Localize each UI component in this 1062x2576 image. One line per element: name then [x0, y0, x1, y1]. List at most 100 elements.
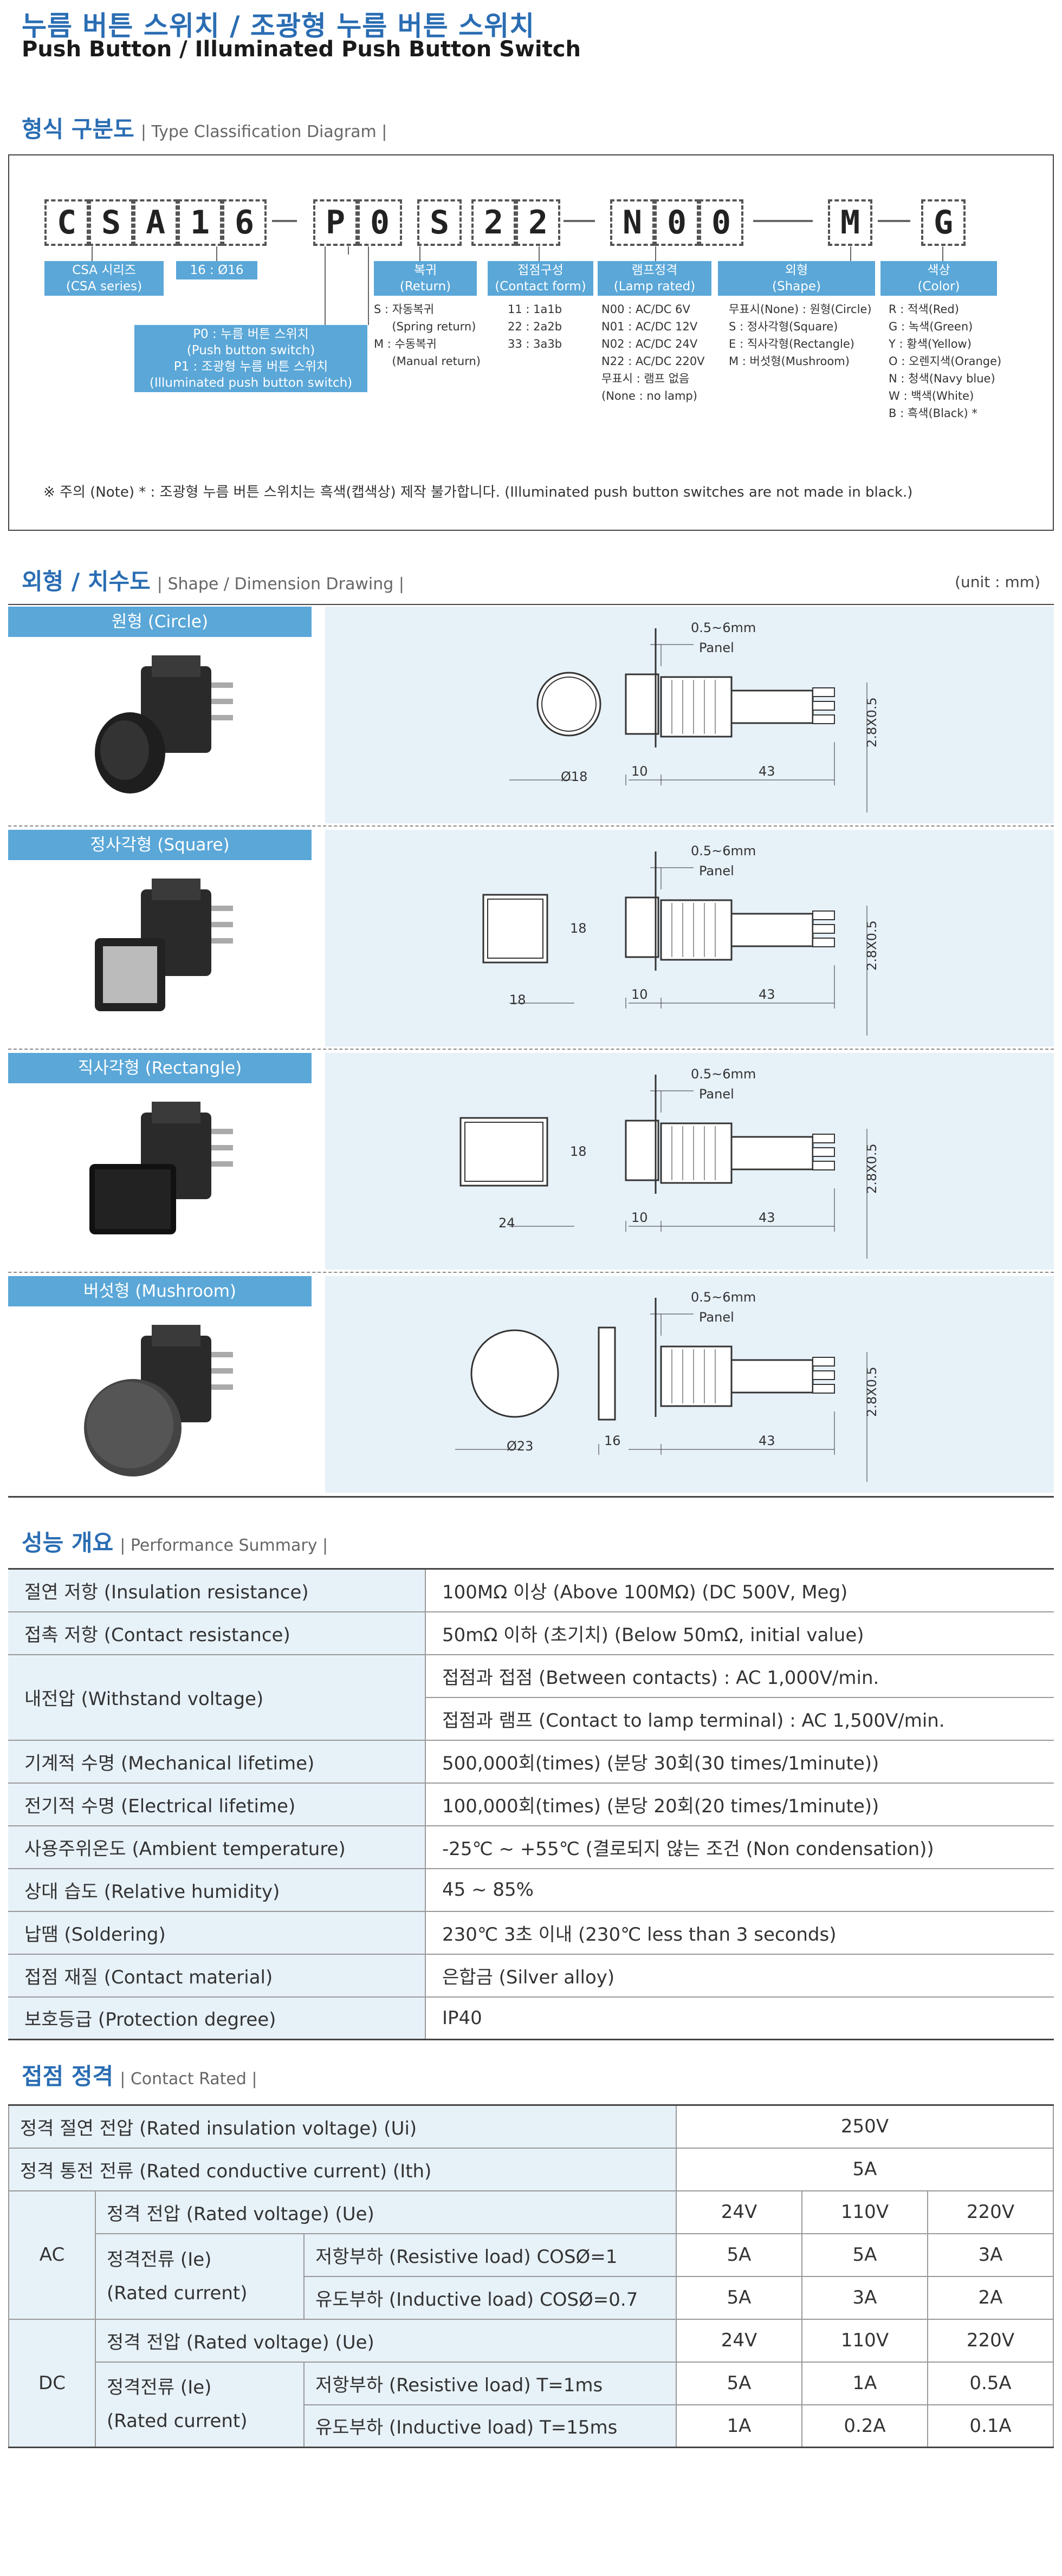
dims-bottom-rule — [8, 1496, 1054, 1498]
code-box: G — [921, 199, 966, 246]
shape-label: 정사각형 (Square) — [8, 830, 312, 860]
label-series: CSA 시리즈 (CSA series) — [44, 261, 164, 296]
cell: 2A — [927, 2275, 1054, 2320]
perf-value: -25℃ ~ +55℃ (결로되지 않는 조건 (Non condensatio… — [425, 1825, 1054, 1869]
ac-inductive-label: 유도부하 (Inductive load) COSØ=0.7 — [303, 2275, 677, 2320]
cell: 5A — [676, 2361, 802, 2405]
table-row: DC 정격 전압 (Rated voltage) (Ue) 24V 110V 2… — [8, 2318, 1054, 2448]
shape-label: 직사각형 (Rectangle) — [8, 1053, 312, 1083]
shape-label: 원형 (Circle) — [8, 607, 312, 637]
table-row: 전기적 수명 (Electrical lifetime)100,000회(tim… — [8, 1783, 1054, 1826]
type-note: ※ 주의 (Note) * : 조광형 누름 버튼 스위치는 흑색(캡색상) 제… — [43, 484, 913, 500]
product-photo — [95, 879, 233, 1011]
product-photo — [84, 1325, 233, 1476]
ac-volt-110: 110V — [801, 2190, 928, 2234]
cell: 3A — [801, 2275, 928, 2320]
ac-resistive-label: 저항부하 (Resistive load) COSØ=1 — [303, 2233, 677, 2277]
label-size: 16 : Ø16 — [176, 261, 257, 279]
perf-key: 기계적 수명 (Mechanical lifetime) — [8, 1740, 426, 1784]
perf-key: 절연 저항 (Insulation resistance) — [8, 1569, 426, 1612]
dim-front-v: 18 — [570, 921, 587, 936]
panel-label: Panel — [699, 1087, 734, 1102]
perf-value: 100MΩ 이상 (Above 100MΩ) (DC 500V, Meg) — [425, 1569, 1054, 1612]
dim-side: 43 — [759, 987, 775, 1002]
unit-label: (unit : mm) — [955, 573, 1040, 591]
code-box: C — [44, 199, 89, 246]
perf-key: 전기적 수명 (Electrical lifetime) — [8, 1783, 426, 1826]
dc-ie-label: 정격전류 (Ie) (Rated current) — [95, 2361, 305, 2448]
dc-ue-label: 정격 전압 (Rated voltage) (Ue) — [95, 2318, 677, 2363]
row-divider — [8, 1272, 1054, 1273]
cell: 1A — [676, 2404, 802, 2448]
code-box: 1 — [178, 199, 222, 246]
panel-label: Panel — [699, 640, 734, 655]
cell: 5A — [676, 2275, 802, 2320]
table-row: 기계적 수명 (Mechanical lifetime)500,000회(tim… — [8, 1740, 1054, 1784]
cell: 24V — [676, 2318, 802, 2363]
dim-side: 43 — [759, 764, 775, 779]
code-box: P — [313, 199, 358, 246]
row-divider — [8, 825, 1054, 827]
desc-color: R : 적색(Red) G : 녹색(Green) Y : 황색(Yellow)… — [889, 303, 1002, 420]
code-box: A — [133, 199, 178, 246]
label-shape: 외형 (Shape) — [718, 261, 875, 296]
perf-value: 접점과 접점 (Between contacts) : AC 1,000V/mi… — [425, 1654, 1054, 1698]
perf-value: 100,000회(times) (분당 20회(20 times/1minute… — [425, 1783, 1054, 1826]
table-row: 유도부하 (Inductive load) COSØ=0.7 5A 3A 2A — [9, 2275, 1054, 2320]
page-title-en: Push Button / Illuminated Push Button Sw… — [22, 37, 581, 62]
shape-label: 버섯형 (Mushroom) — [8, 1276, 312, 1306]
label-lamp: 램프정격 (Lamp rated) — [598, 261, 711, 296]
code-dash — [564, 220, 595, 222]
cell: 5A — [801, 2233, 928, 2277]
perf-key: 내전압 (Withstand voltage) — [8, 1654, 426, 1741]
code-box: 0 — [655, 199, 699, 246]
contact-section-title: 접점 정격| Contact Rated | — [22, 2063, 257, 2090]
dim-body: 16 — [604, 1433, 621, 1448]
table-row: 접점 재질 (Contact material)은합금 (Silver allo… — [8, 1954, 1054, 1998]
product-photo — [89, 1102, 233, 1234]
dim-body: 10 — [631, 1210, 648, 1225]
code-box: 0 — [358, 199, 402, 246]
panel-range: 0.5~6mm — [691, 620, 756, 635]
dim-body: 10 — [631, 987, 648, 1002]
code-box: N — [610, 199, 655, 246]
dim-pin: 2.8X0.5 — [864, 1143, 879, 1194]
dim-side: 43 — [759, 1210, 775, 1225]
type-connectors — [92, 246, 943, 325]
ac-volt-220: 220V — [927, 2190, 1054, 2234]
ac-ie-label: 정격전류 (Ie) (Rated current) — [95, 2233, 305, 2320]
dim-front: 18 — [509, 992, 526, 1007]
code-box: S — [417, 199, 462, 246]
table-row: 정격 절연 전압 (Rated insulation voltage) (Ui)… — [8, 2104, 1054, 2149]
dim-front-v: 18 — [570, 1144, 587, 1159]
dimension-drawing — [482, 851, 867, 1036]
cell: 0.1A — [927, 2404, 1054, 2448]
table-row: 정격전류 (Ie) (Rated current) 저항부하 (Resistiv… — [9, 2361, 1054, 2448]
dims-top-rule — [8, 604, 1054, 605]
table-row: 정격 통전 전류 (Rated conductive current) (Ith… — [8, 2147, 1054, 2191]
code-box: 0 — [699, 199, 743, 246]
panel-range: 0.5~6mm — [691, 843, 756, 858]
table-row: 사용주위온도 (Ambient temperature)-25℃ ~ +55℃ … — [8, 1825, 1054, 1869]
dims-section-title: 외형 / 치수도| Shape / Dimension Drawing | — [22, 568, 404, 595]
table-row: 납땜 (Soldering)230℃ 3초 이내 (230℃ less than… — [8, 1911, 1054, 1955]
code-box: 2 — [516, 199, 560, 246]
label-return: 복귀 (Return) — [374, 261, 477, 296]
dim-front: 24 — [498, 1215, 515, 1231]
desc-contact: 11 : 1a1b 22 : 2a2b 33 : 3a3b — [508, 303, 562, 350]
label-contact: 접점구성 (Contact form) — [488, 261, 593, 296]
row-divider — [8, 1049, 1054, 1050]
performance-table: 절연 저항 (Insulation resistance)100MΩ 이상 (A… — [8, 1568, 1054, 2040]
product-photo — [95, 655, 233, 793]
dimension-drawing — [509, 628, 867, 812]
perf-key: 접촉 저항 (Contact resistance) — [8, 1611, 426, 1655]
code-dash — [753, 220, 813, 222]
cell: 0.2A — [801, 2404, 928, 2448]
perf-section-title: 성능 개요| Performance Summary | — [22, 1530, 328, 1556]
cell: 110V — [801, 2318, 928, 2363]
cell: 1A — [801, 2361, 928, 2405]
table-row: 상대 습도 (Relative humidity)45 ~ 85% — [8, 1868, 1054, 1912]
ac-label: AC — [8, 2190, 96, 2320]
dim-side: 43 — [759, 1433, 775, 1448]
panel-label: Panel — [699, 863, 734, 879]
